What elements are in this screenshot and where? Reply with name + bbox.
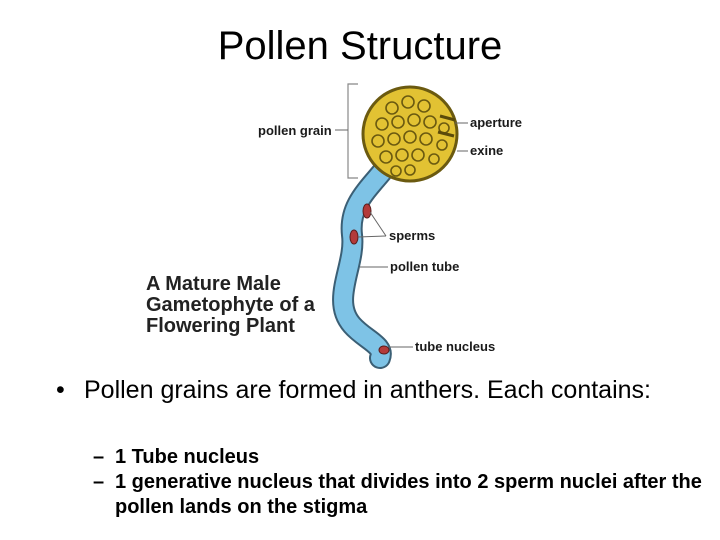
bullet-list: • Pollen grains are formed in anthers. E… [56,376,696,405]
bullet-text: Pollen grains are formed in anthers. Eac… [84,376,651,404]
diagram-caption: A Mature Male Gametophyte of a Flowering… [146,274,346,337]
pollen-grain-bracket [347,83,358,179]
sub-bullet-item: – 1 Tube nucleus [93,445,713,470]
caption-line: A Mature Male [146,273,281,295]
sub-bullet-dash: – [93,471,105,493]
label-tube-nucleus: tube nucleus [415,339,495,354]
bullet-dot: • [56,376,65,404]
sub-bullet-item: – 1 generative nucleus that divides into… [93,470,713,520]
slide-title: Pollen Structure [217,24,503,68]
bullet-item: • Pollen grains are formed in anthers. E… [56,376,696,405]
sub-bullet-text: 1 Tube nucleus [115,446,260,468]
caption-line: Flowering Plant [146,315,295,337]
sperm-nucleus-2 [349,229,359,245]
label-aperture: aperture [470,115,522,130]
label-pollen-tube: pollen tube [390,259,459,274]
sub-bullet-dash: – [93,446,105,468]
sperm-nucleus-1 [362,203,372,219]
label-pollen-grain: pollen grain [258,123,332,138]
label-exine: exine [470,143,503,158]
caption-line: Gametophyte of a [146,294,315,316]
sub-bullet-list: – 1 Tube nucleus – 1 generative nucleus … [93,445,713,520]
tube-nucleus-shape [378,345,390,355]
label-sperms: sperms [389,228,435,243]
sub-bullet-text: 1 generative nucleus that divides into 2… [115,471,702,518]
